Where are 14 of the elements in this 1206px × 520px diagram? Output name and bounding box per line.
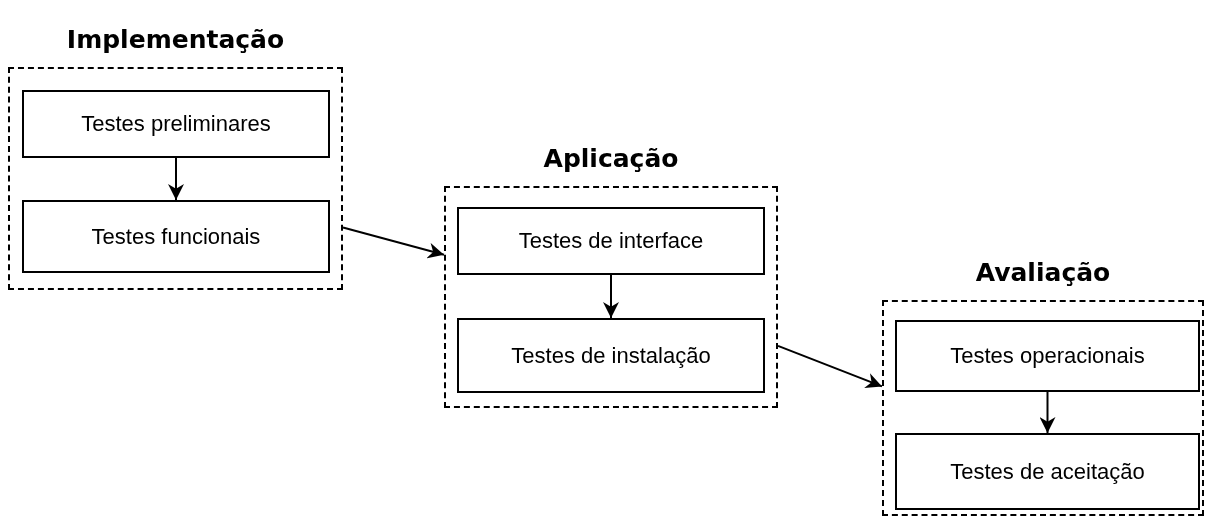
arrow [1039,391,1056,434]
stage-heading: Avaliação [974,258,1112,287]
process-box: Testes operacionais [895,320,1200,392]
stage-heading: Aplicação [542,144,680,173]
arrow [603,274,619,319]
process-box: Testes de interface [457,207,765,275]
process-box: Testes funcionais [22,200,330,273]
process-box: Testes de instalação [457,318,765,393]
process-box: Testes de aceitação [895,433,1200,510]
arrow [168,157,184,201]
arrow [777,344,883,389]
arrow [342,226,445,259]
process-box: Testes preliminares [22,90,330,158]
stage-heading: Implementação [65,25,286,54]
